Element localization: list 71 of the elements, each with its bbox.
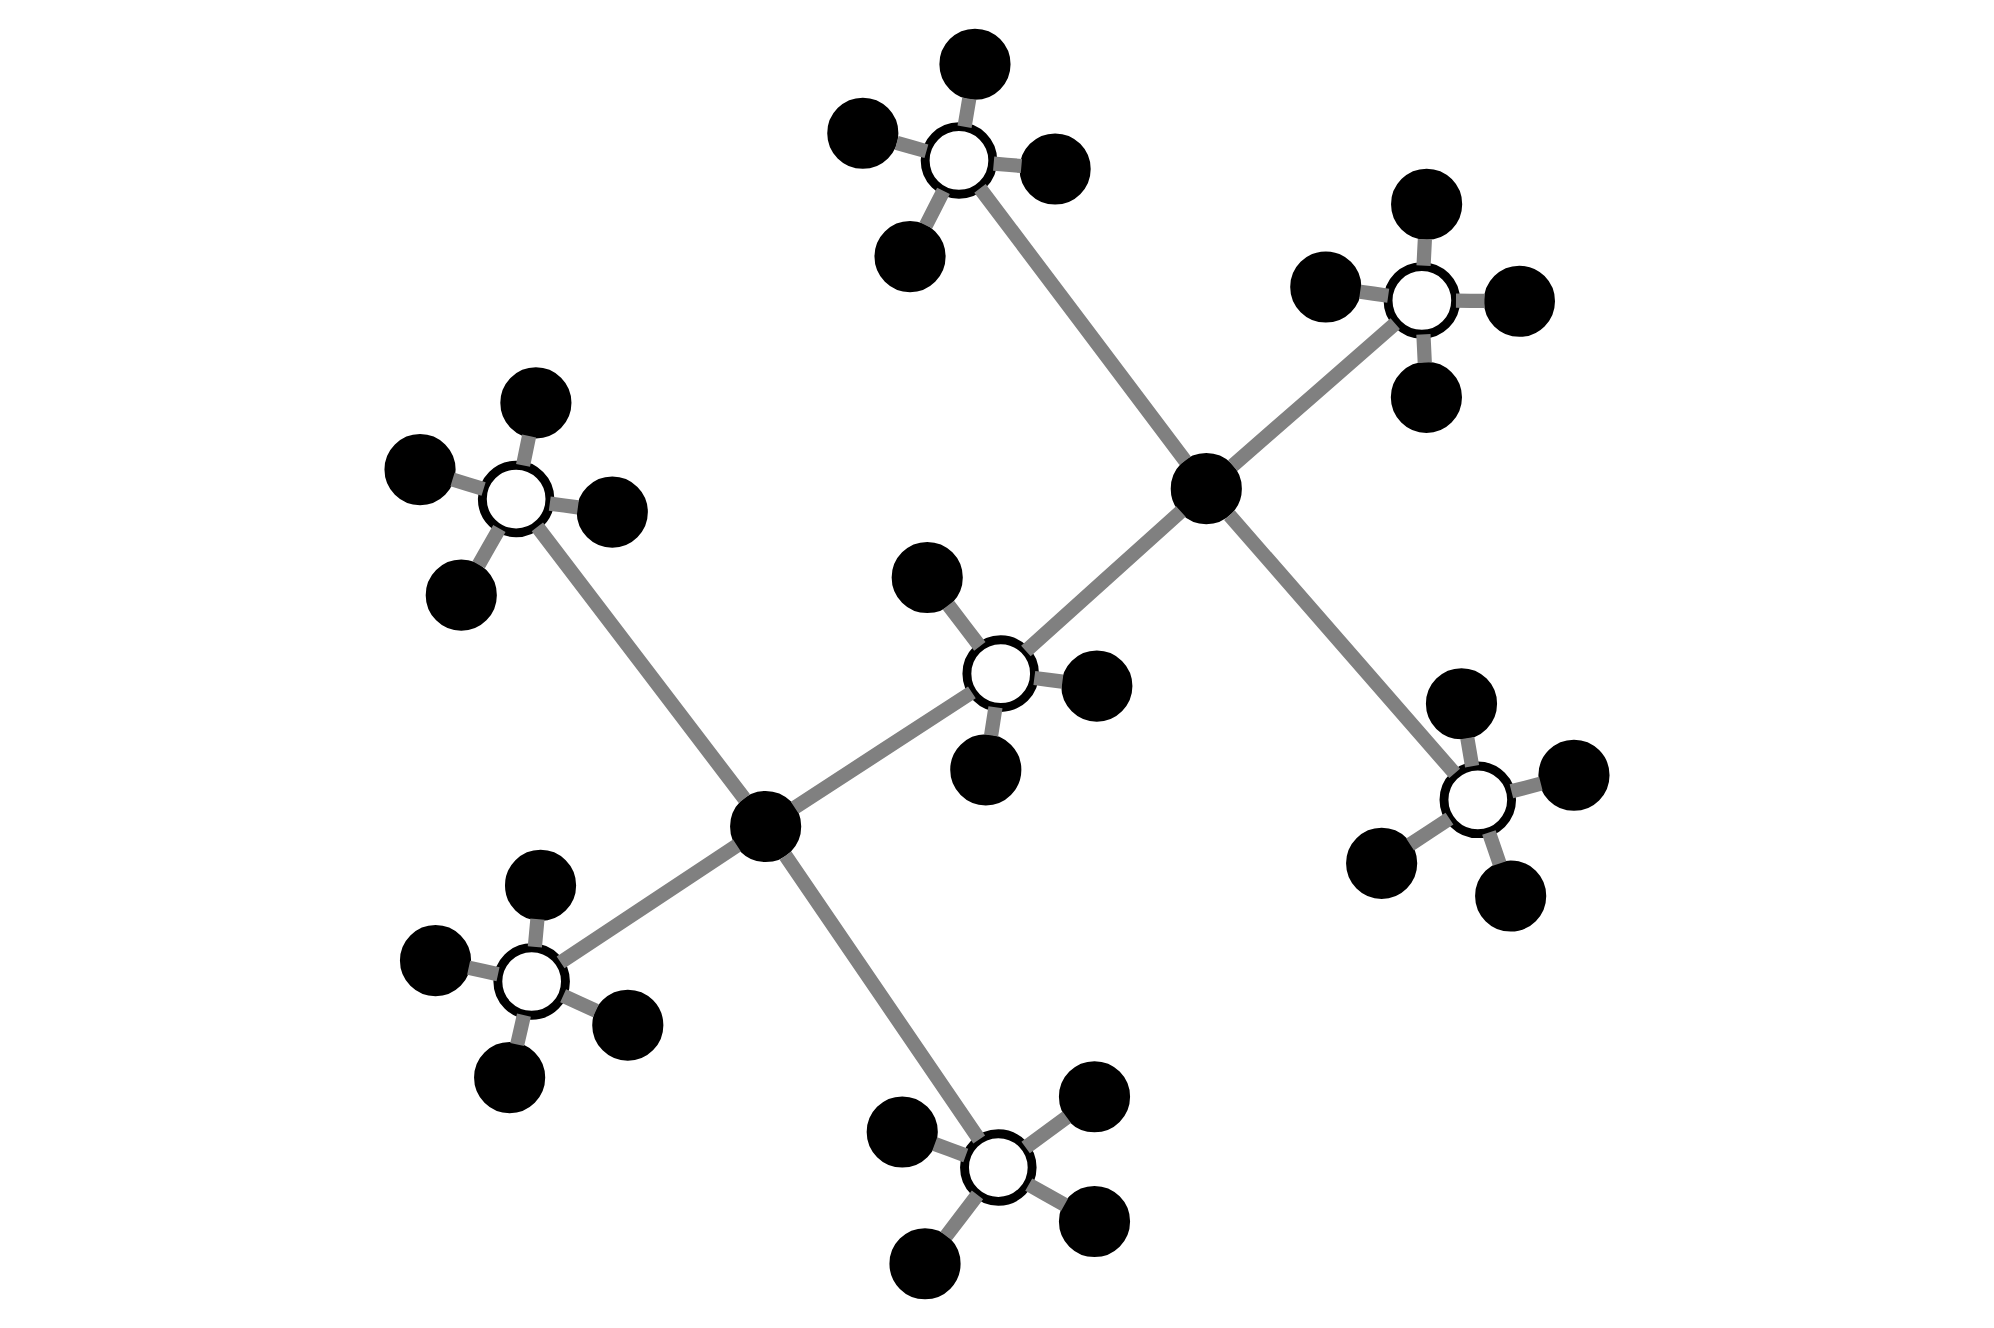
node-circle [425, 559, 497, 631]
node-circle [827, 97, 899, 169]
connector [467, 960, 500, 982]
connector [472, 524, 506, 569]
connector [940, 1190, 984, 1241]
node-circle [889, 1228, 961, 1300]
connector [1509, 776, 1543, 799]
node-circle [474, 1042, 546, 1114]
connector [984, 706, 1003, 737]
node-circle [962, 635, 1039, 712]
node-circle [1058, 1185, 1131, 1258]
connector [1021, 506, 1186, 657]
node-circle [891, 541, 963, 614]
node-circle [592, 989, 664, 1061]
node-circle [1538, 739, 1610, 811]
connector [531, 522, 751, 803]
node-circle [1061, 650, 1133, 722]
connector [450, 472, 486, 496]
connector [527, 918, 545, 948]
connector [1455, 293, 1485, 308]
node-circle [874, 221, 946, 293]
node-circle [1290, 251, 1362, 323]
node-circle [730, 790, 802, 863]
node-circle [1058, 1061, 1131, 1133]
connector [1416, 238, 1432, 266]
node-circle [384, 434, 456, 506]
node-circle [576, 476, 648, 548]
connector [1460, 736, 1480, 768]
connector [1482, 830, 1507, 866]
connector [1359, 284, 1390, 303]
connector [1224, 510, 1461, 779]
node-circle [1425, 668, 1498, 740]
connector [1406, 812, 1454, 851]
connector [516, 434, 537, 467]
connector [957, 97, 977, 128]
connector [993, 156, 1023, 174]
node-circle [866, 1096, 938, 1168]
node-circle [1390, 361, 1462, 433]
connector [1228, 318, 1400, 471]
connector [790, 686, 976, 814]
connector [510, 1013, 531, 1047]
connector [932, 1137, 969, 1163]
node-circle [1170, 453, 1242, 525]
node-circle [939, 28, 1011, 100]
connector [1025, 1178, 1069, 1211]
connector [1416, 333, 1432, 363]
connector [919, 187, 950, 229]
connector [560, 989, 599, 1018]
node-circle [1483, 265, 1555, 337]
node-circle [1019, 133, 1091, 205]
node-circle [493, 943, 570, 1020]
node-circle [1391, 168, 1463, 240]
node-circle [500, 367, 572, 439]
connector [548, 496, 579, 515]
connector [1021, 1111, 1071, 1154]
connector [779, 851, 986, 1144]
node-circle [504, 849, 577, 922]
node-circle [399, 925, 472, 997]
connector [974, 184, 1191, 465]
connector [894, 135, 929, 159]
node-circle [1475, 860, 1547, 932]
node-circle [960, 1129, 1037, 1206]
node-circle [920, 122, 998, 199]
node-circle [950, 734, 1022, 806]
node-circle [1439, 761, 1517, 839]
node-circle [1383, 262, 1461, 339]
connector [942, 600, 986, 651]
connector [556, 839, 741, 969]
connector [1033, 670, 1064, 689]
node-circle [1346, 827, 1418, 899]
node-circle [477, 460, 555, 538]
